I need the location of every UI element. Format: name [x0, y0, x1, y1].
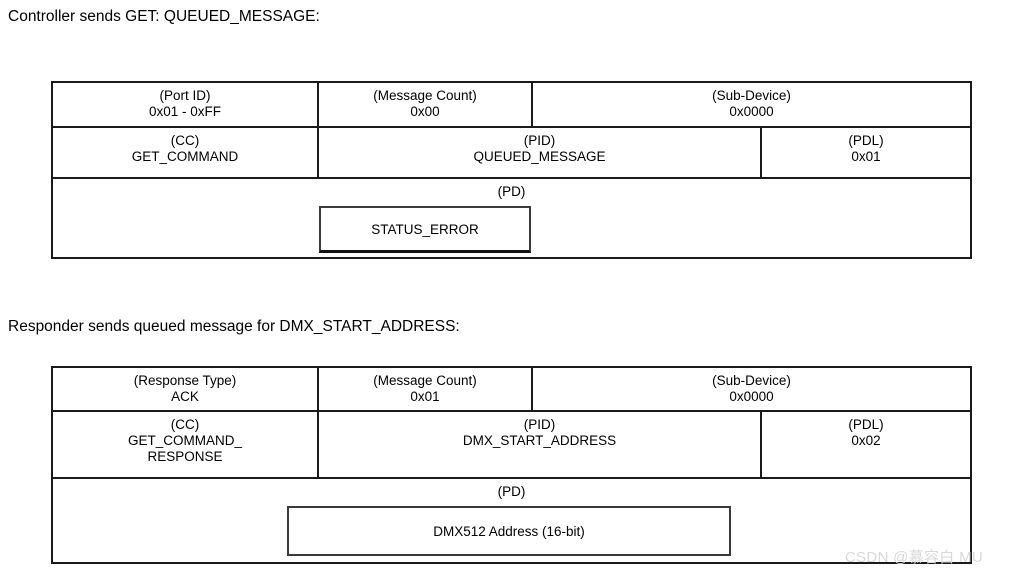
cell-message-count: (Message Count) 0x00 [319, 83, 533, 126]
cell-label: (PDL) [848, 133, 884, 148]
cell-value: GET_COMMAND [131, 148, 239, 164]
cell-value: GET_COMMAND_ [127, 432, 242, 448]
packet-table-controller-get: (Port ID) 0x01 - 0xFF (Message Count) 0x… [51, 81, 972, 259]
caption-controller-get: Controller sends GET: QUEUED_MESSAGE: [8, 8, 320, 25]
cell-message-count: (Message Count) 0x01 [319, 368, 533, 410]
caption-responder-queued: Responder sends queued message for DMX_S… [8, 318, 460, 335]
table-row: (Port ID) 0x01 - 0xFF (Message Count) 0x… [53, 83, 970, 128]
cell-pdl: (PDL) 0x02 [762, 412, 970, 477]
cell-pdl: (PDL) 0x01 [762, 128, 970, 177]
cell-value: 0x0000 [729, 103, 774, 119]
cell-label: (CC) [170, 417, 200, 432]
cell-label: (Message Count) [373, 88, 477, 103]
cell-sub-device: (Sub-Device) 0x0000 [533, 368, 970, 410]
cell-label: (PID) [523, 133, 556, 148]
watermark: CSDN @慕容白 MU [845, 549, 983, 566]
table-row: (CC) GET_COMMAND_ RESPONSE (PID) DMX_STA… [53, 412, 970, 479]
cell-label: (PDL) [848, 417, 884, 432]
table-row: (CC) GET_COMMAND (PID) QUEUED_MESSAGE (P… [53, 128, 970, 179]
cell-sub-device: (Sub-Device) 0x0000 [533, 83, 970, 126]
cell-pid: (PID) QUEUED_MESSAGE [319, 128, 762, 177]
pd-box-status-error: STATUS_ERROR [319, 206, 531, 253]
table-row: (Response Type) ACK (Message Count) 0x01… [53, 368, 970, 412]
cell-label: (Sub-Device) [712, 88, 791, 103]
cell-value: 0x00 [410, 103, 440, 119]
cell-value: 0x0000 [729, 388, 774, 404]
cell-label: (Message Count) [373, 373, 477, 388]
cell-label-pd: (PD) [497, 484, 526, 499]
cell-label: (PID) [523, 417, 556, 432]
cell-value: 0x02 [851, 432, 881, 448]
cell-value: DMX_START_ADDRESS [462, 432, 617, 448]
pd-box-dmx512-address: DMX512 Address (16-bit) [287, 506, 731, 556]
cell-value: 0x01 [851, 148, 881, 164]
pd-box-text: STATUS_ERROR [371, 221, 479, 237]
cell-value-line2: RESPONSE [147, 448, 223, 464]
cell-value: ACK [171, 388, 199, 404]
cell-cc: (CC) GET_COMMAND [53, 128, 319, 177]
packet-table-responder-response: (Response Type) ACK (Message Count) 0x01… [51, 366, 972, 564]
cell-label: (Port ID) [159, 88, 211, 103]
table-row-pd: (PD) STATUS_ERROR [53, 179, 970, 257]
cell-pid: (PID) DMX_START_ADDRESS [319, 412, 762, 477]
pd-box-text: DMX512 Address (16-bit) [433, 523, 585, 539]
cell-value: 0x01 [410, 388, 440, 404]
cell-port-id: (Port ID) 0x01 - 0xFF [53, 83, 319, 126]
table-row-pd: (PD) DMX512 Address (16-bit) [53, 479, 970, 562]
cell-cc: (CC) GET_COMMAND_ RESPONSE [53, 412, 319, 477]
cell-value: QUEUED_MESSAGE [473, 148, 606, 164]
cell-label: (Sub-Device) [712, 373, 791, 388]
cell-label: (CC) [170, 133, 200, 148]
cell-response-type: (Response Type) ACK [53, 368, 319, 410]
cell-value: 0x01 - 0xFF [148, 103, 222, 119]
cell-label: (Response Type) [133, 373, 237, 388]
cell-label-pd: (PD) [497, 184, 526, 199]
